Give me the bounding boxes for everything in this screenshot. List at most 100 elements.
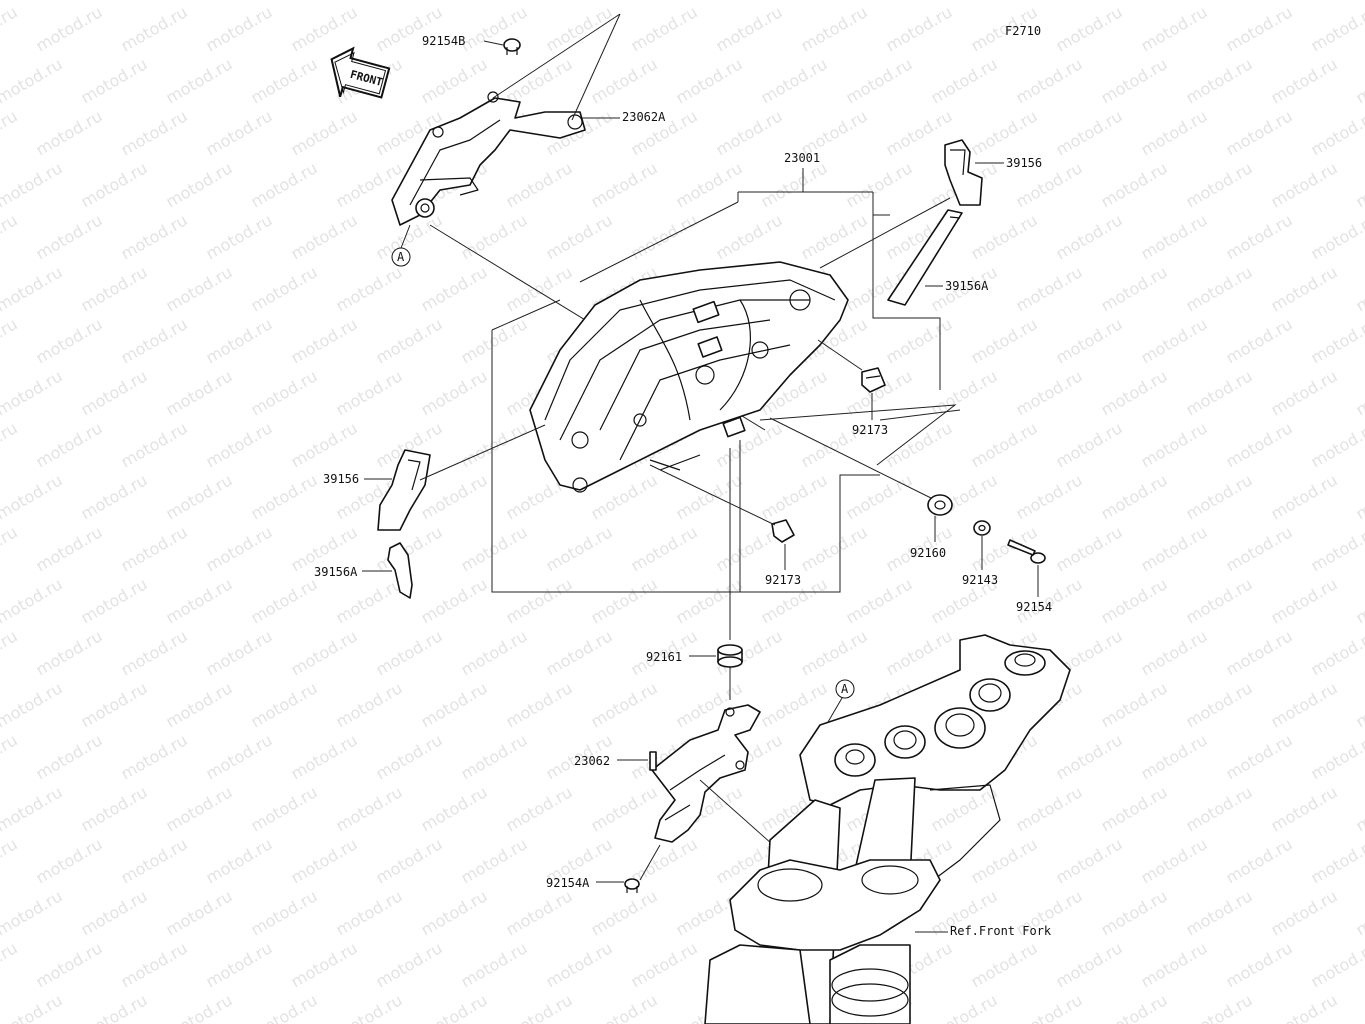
watermark-text: motod.ru [503,782,576,835]
label-23001: 23001 [784,151,820,165]
watermark-text: motod.ru [0,522,21,575]
watermark-text: motod.ru [1223,106,1296,159]
watermark-text: motod.ru [1013,54,1086,107]
watermark-text: motod.ru [1183,886,1256,939]
watermark-text: motod.ru [0,730,21,783]
watermark-text: motod.ru [543,522,616,575]
lower-bracket-23062-part [649,704,761,843]
watermark-text: motod.ru [1053,418,1126,471]
watermark-text: motod.ru [248,574,321,627]
watermark-text: motod.ru [1223,834,1296,887]
watermark-text: motod.ru [248,158,321,211]
watermark-text: motod.ru [1183,574,1256,627]
watermark-text: motod.ru [163,158,236,211]
watermark-text: motod.ru [1268,678,1341,731]
watermark-text: motod.ru [333,0,406,3]
watermark-text: motod.ru [673,0,746,3]
watermark-text: motod.ru [0,54,66,107]
watermark-text: motod.ru [163,678,236,731]
watermark-text: motod.ru [333,366,406,419]
watermark-text: motod.ru [203,834,276,887]
watermark-text: motod.ru [118,834,191,887]
watermark-text: motod.ru [968,210,1041,263]
watermark-text: motod.ru [248,54,321,107]
watermark-text: motod.ru [1013,262,1086,315]
watermark-text: motod.ru [628,834,701,887]
bolt-92154-part [1007,539,1046,564]
watermark-text: motod.ru [203,2,276,55]
watermark-text: motod.ru [588,158,661,211]
watermark-text: motod.ru [798,2,871,55]
watermark-text: motod.ru [163,54,236,107]
watermark-text: motod.ru [1183,366,1256,419]
cover-39156-top-part [944,139,983,206]
watermark-text: motod.ru [503,678,576,731]
watermark-text: motod.ru [288,418,361,471]
watermark-text: motod.ru [418,262,491,315]
callout-a-top-label: A [397,250,405,264]
label-39156A-left: 39156A [314,565,358,579]
watermark-text: motod.ru [1223,522,1296,575]
watermark-text: motod.ru [33,418,106,471]
watermark-text: motod.ru [248,0,321,3]
watermark-text: motod.ru [418,678,491,731]
watermark-text: motod.ru [288,210,361,263]
watermark-text: motod.ru [588,886,661,939]
watermark-text: motod.ru [1138,2,1211,55]
watermark-text: motod.ru [118,730,191,783]
watermark-text: motod.ru [843,470,916,523]
watermark-text: motod.ru [1013,782,1086,835]
watermark-text: motod.ru [588,782,661,835]
watermark-text: motod.ru [333,262,406,315]
watermark-text: motod.ru [78,886,151,939]
watermark-text: motod.ru [418,886,491,939]
watermark-text: motod.ru [928,0,1001,3]
watermark-text: motod.ru [418,990,491,1024]
callout-a-bottom [835,679,855,699]
watermark-text: motod.ru [1053,834,1126,887]
watermark-text: motod.ru [1268,0,1341,3]
watermark-text: motod.ru [0,262,66,315]
watermark-text: motod.ru [758,0,831,3]
watermark-text: motod.ru [503,54,576,107]
clip-39156A-left-part [387,542,413,599]
watermark-text: motod.ru [163,0,236,3]
watermark-text: motod.ru [203,106,276,159]
watermark-text: motod.ru [373,938,446,991]
watermark-text: motod.ru [0,626,21,679]
watermark-text: motod.ru [588,574,661,627]
watermark-text: motod.ru [288,626,361,679]
watermark-text: motod.ru [543,210,616,263]
watermark-text: motod.ru [288,314,361,367]
watermark-text: motod.ru [203,626,276,679]
watermark-text: motod.ru [673,54,746,107]
label-92154A: 92154A [546,876,590,890]
watermark-text: motod.ru [1183,262,1256,315]
watermark-text: motod.ru [1098,366,1171,419]
watermark-text: motod.ru [503,0,576,3]
watermark-text: motod.ru [1138,314,1211,367]
watermark-text: motod.ru [78,782,151,835]
watermark-text: motod.ru [968,314,1041,367]
watermark-text: motod.ru [203,522,276,575]
watermark-text: motod.ru [0,886,66,939]
watermark-text: motod.ru [1353,886,1365,939]
watermark-text: motod.ru [33,522,106,575]
watermark-text: motod.ru [373,314,446,367]
watermark-text: motod.ru [1353,0,1365,3]
watermark-text: motod.ru [0,990,66,1024]
watermark-text: motod.ru [33,938,106,991]
watermark-text: motod.ru [1138,834,1211,887]
watermark-text: motod.ru [1308,2,1365,55]
watermark-text: motod.ru [1183,470,1256,523]
watermark-text: motod.ru [1138,730,1211,783]
watermark-text: motod.ru [673,574,746,627]
watermark-text: motod.ru [163,782,236,835]
watermark-text: motod.ru [928,990,1001,1024]
clip-92173-right-part [861,367,886,393]
watermark-text: motod.ru [1098,782,1171,835]
label-92173-center: 92173 [765,573,801,587]
watermark-text: motod.ru [628,522,701,575]
watermark-text: motod.ru [1053,2,1126,55]
watermark-text: motod.ru [288,2,361,55]
